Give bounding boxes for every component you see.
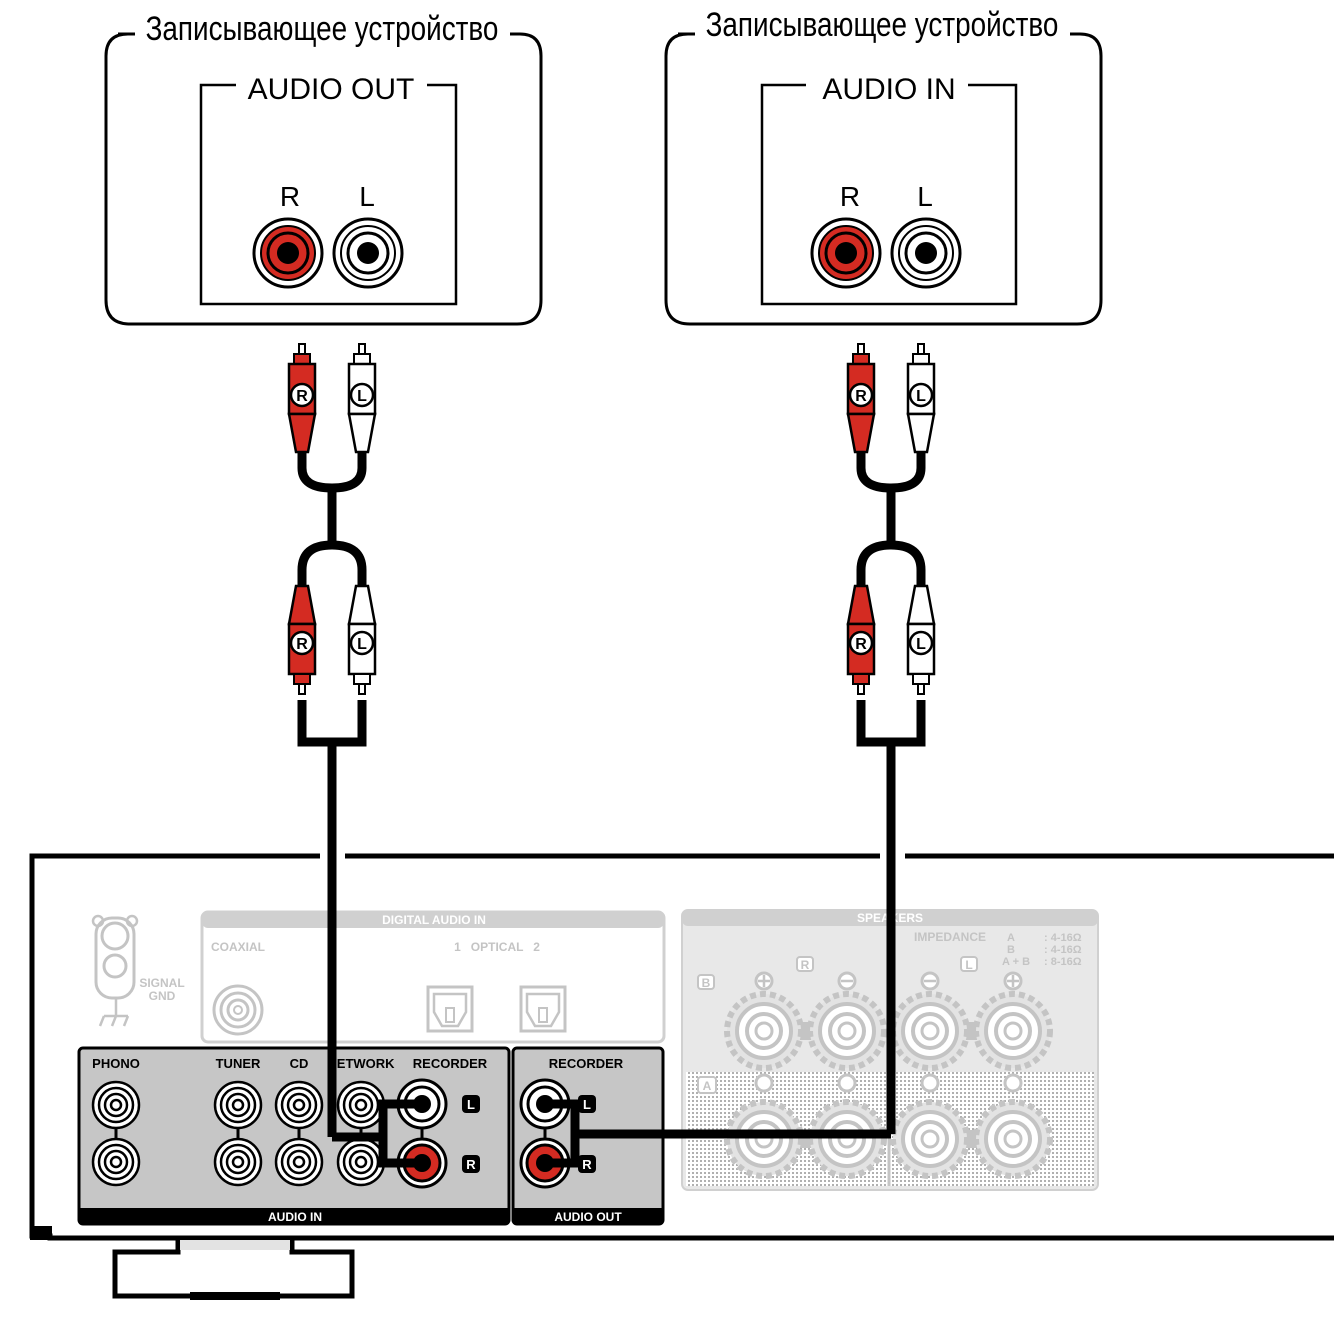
amplifier-rear-panel: SIGNAL GND DIGITAL AUDIO IN COAXIAL 1 OP… <box>29 853 1334 1300</box>
jack-label-r: R <box>840 181 860 212</box>
svg-text:R: R <box>296 636 308 653</box>
svg-text:: 4-16Ω: : 4-16Ω <box>1044 944 1082 956</box>
input-label-tuner: TUNER <box>216 1056 261 1071</box>
cable-left <box>287 342 422 1168</box>
digital-audio-in-section: DIGITAL AUDIO IN COAXIAL 1 OPTICAL 2 <box>200 910 666 1044</box>
panel-label-audio-in: AUDIO IN <box>822 73 955 106</box>
svg-text:B: B <box>1007 944 1015 956</box>
svg-text:GND: GND <box>149 989 176 1003</box>
svg-text:R: R <box>855 636 867 653</box>
input-label-cd: CD <box>290 1056 309 1071</box>
audio-in-section: AUDIO IN PHONO TUNER CD NETWORK RECORDER… <box>77 1046 511 1226</box>
jack-r-red <box>252 217 324 289</box>
jack-r-red <box>810 217 882 289</box>
svg-text:A: A <box>1007 932 1015 944</box>
svg-text:R: R <box>296 388 308 405</box>
cable-right <box>545 342 936 1168</box>
optical-1-port <box>426 985 474 1033</box>
output-label-recorder: RECORDER <box>549 1056 624 1071</box>
svg-text:COAXIAL: COAXIAL <box>211 940 265 954</box>
device-title: Записывающее устройство <box>706 5 1059 43</box>
svg-text:R: R <box>801 958 810 972</box>
input-label-network: NETWORK <box>327 1056 395 1071</box>
svg-text:DIGITAL AUDIO IN: DIGITAL AUDIO IN <box>382 913 486 927</box>
svg-text:SIGNAL: SIGNAL <box>139 976 184 990</box>
svg-text:L: L <box>467 1097 475 1112</box>
svg-text:B: B <box>702 976 711 990</box>
panel-label-audio-out: AUDIO OUT <box>248 73 415 106</box>
jack-l-white <box>332 217 404 289</box>
svg-text:: 4-16Ω: : 4-16Ω <box>1044 932 1082 944</box>
svg-text:L: L <box>583 1097 591 1112</box>
svg-text:L: L <box>357 388 367 405</box>
input-label-recorder: RECORDER <box>413 1056 488 1071</box>
jack-label-r: R <box>280 181 300 212</box>
optical-2-port <box>519 985 567 1033</box>
input-label-phono: PHONO <box>92 1056 140 1071</box>
jack-label-l: L <box>917 181 933 212</box>
recorder-device-in: Записывающее устройство AUDIO IN R L <box>664 5 1103 326</box>
recorder-device-out: Записывающее устройство AUDIO OUT R L <box>104 9 543 326</box>
svg-text:L: L <box>357 636 367 653</box>
svg-text:A + B: A + B <box>1002 956 1030 968</box>
audio-out-footer: AUDIO OUT <box>554 1210 622 1224</box>
jack-l-white <box>890 217 962 289</box>
audio-in-footer: AUDIO IN <box>268 1210 322 1224</box>
svg-text:IMPEDANCE: IMPEDANCE <box>914 930 986 944</box>
svg-text:L: L <box>916 636 926 653</box>
svg-text:: 8-16Ω: : 8-16Ω <box>1044 956 1082 968</box>
svg-text:A: A <box>703 1079 712 1093</box>
svg-text:R: R <box>466 1157 476 1172</box>
svg-text:L: L <box>916 388 926 405</box>
svg-text:L: L <box>965 958 972 972</box>
svg-text:1 OPTICAL 2: 1 OPTICAL 2 <box>454 940 540 954</box>
svg-text:R: R <box>855 388 867 405</box>
plug-letters: R L R L R L R L <box>296 388 926 653</box>
jack-label-l: L <box>359 181 375 212</box>
device-title: Записывающее устройство <box>146 9 499 47</box>
svg-text:R: R <box>582 1157 592 1172</box>
signal-gnd-terminal: SIGNAL GND <box>91 914 185 1027</box>
